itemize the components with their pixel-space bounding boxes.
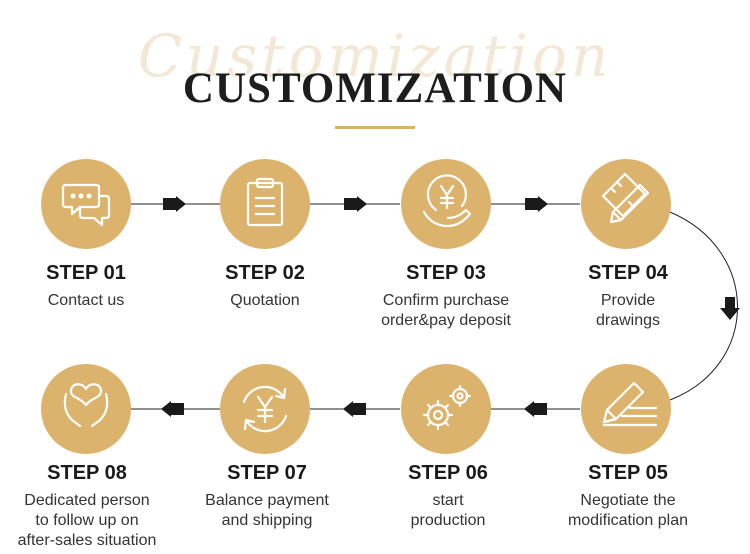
chat-bubbles-icon — [61, 183, 111, 227]
step-02-circle — [220, 159, 310, 249]
arrow-left-icon — [161, 401, 184, 417]
step-02-title: STEP 02 — [225, 262, 305, 284]
arrow-left-icon — [524, 401, 547, 417]
step-06-title: STEP 06 — [408, 462, 488, 484]
step-04-circle — [581, 159, 671, 249]
step-08-circle — [41, 364, 131, 454]
yen-cycle-icon — [242, 385, 288, 433]
step-08-title: STEP 08 — [47, 462, 127, 484]
pencil-ruler-icon — [601, 172, 650, 224]
title-underline — [335, 126, 415, 129]
arrow-down-icon — [720, 297, 740, 320]
step-04-title: STEP 04 — [588, 262, 668, 284]
page-title: CUSTOMIZATION — [182, 65, 568, 112]
arrow-right-icon — [525, 196, 548, 212]
gears-icon — [422, 384, 472, 431]
yen-coin-hand-icon — [422, 174, 472, 228]
step-01-circle — [41, 159, 131, 249]
step-01-description: Contact us — [47, 292, 125, 309]
step-05-title: STEP 05 — [588, 462, 668, 484]
pencil-edit-icon — [602, 381, 658, 427]
arrow-left-icon — [343, 401, 366, 417]
heart-hands-icon — [63, 383, 109, 428]
arrow-right-icon — [163, 196, 186, 212]
step-01-title: STEP 01 — [46, 262, 126, 284]
step-02-description: Quotation — [230, 292, 300, 309]
step-03-title: STEP 03 — [406, 262, 486, 284]
background-script-title: Customization — [137, 22, 613, 90]
clipboard-list-icon — [246, 177, 284, 227]
step-07-title: STEP 07 — [227, 462, 307, 484]
arrow-right-icon — [344, 196, 367, 212]
